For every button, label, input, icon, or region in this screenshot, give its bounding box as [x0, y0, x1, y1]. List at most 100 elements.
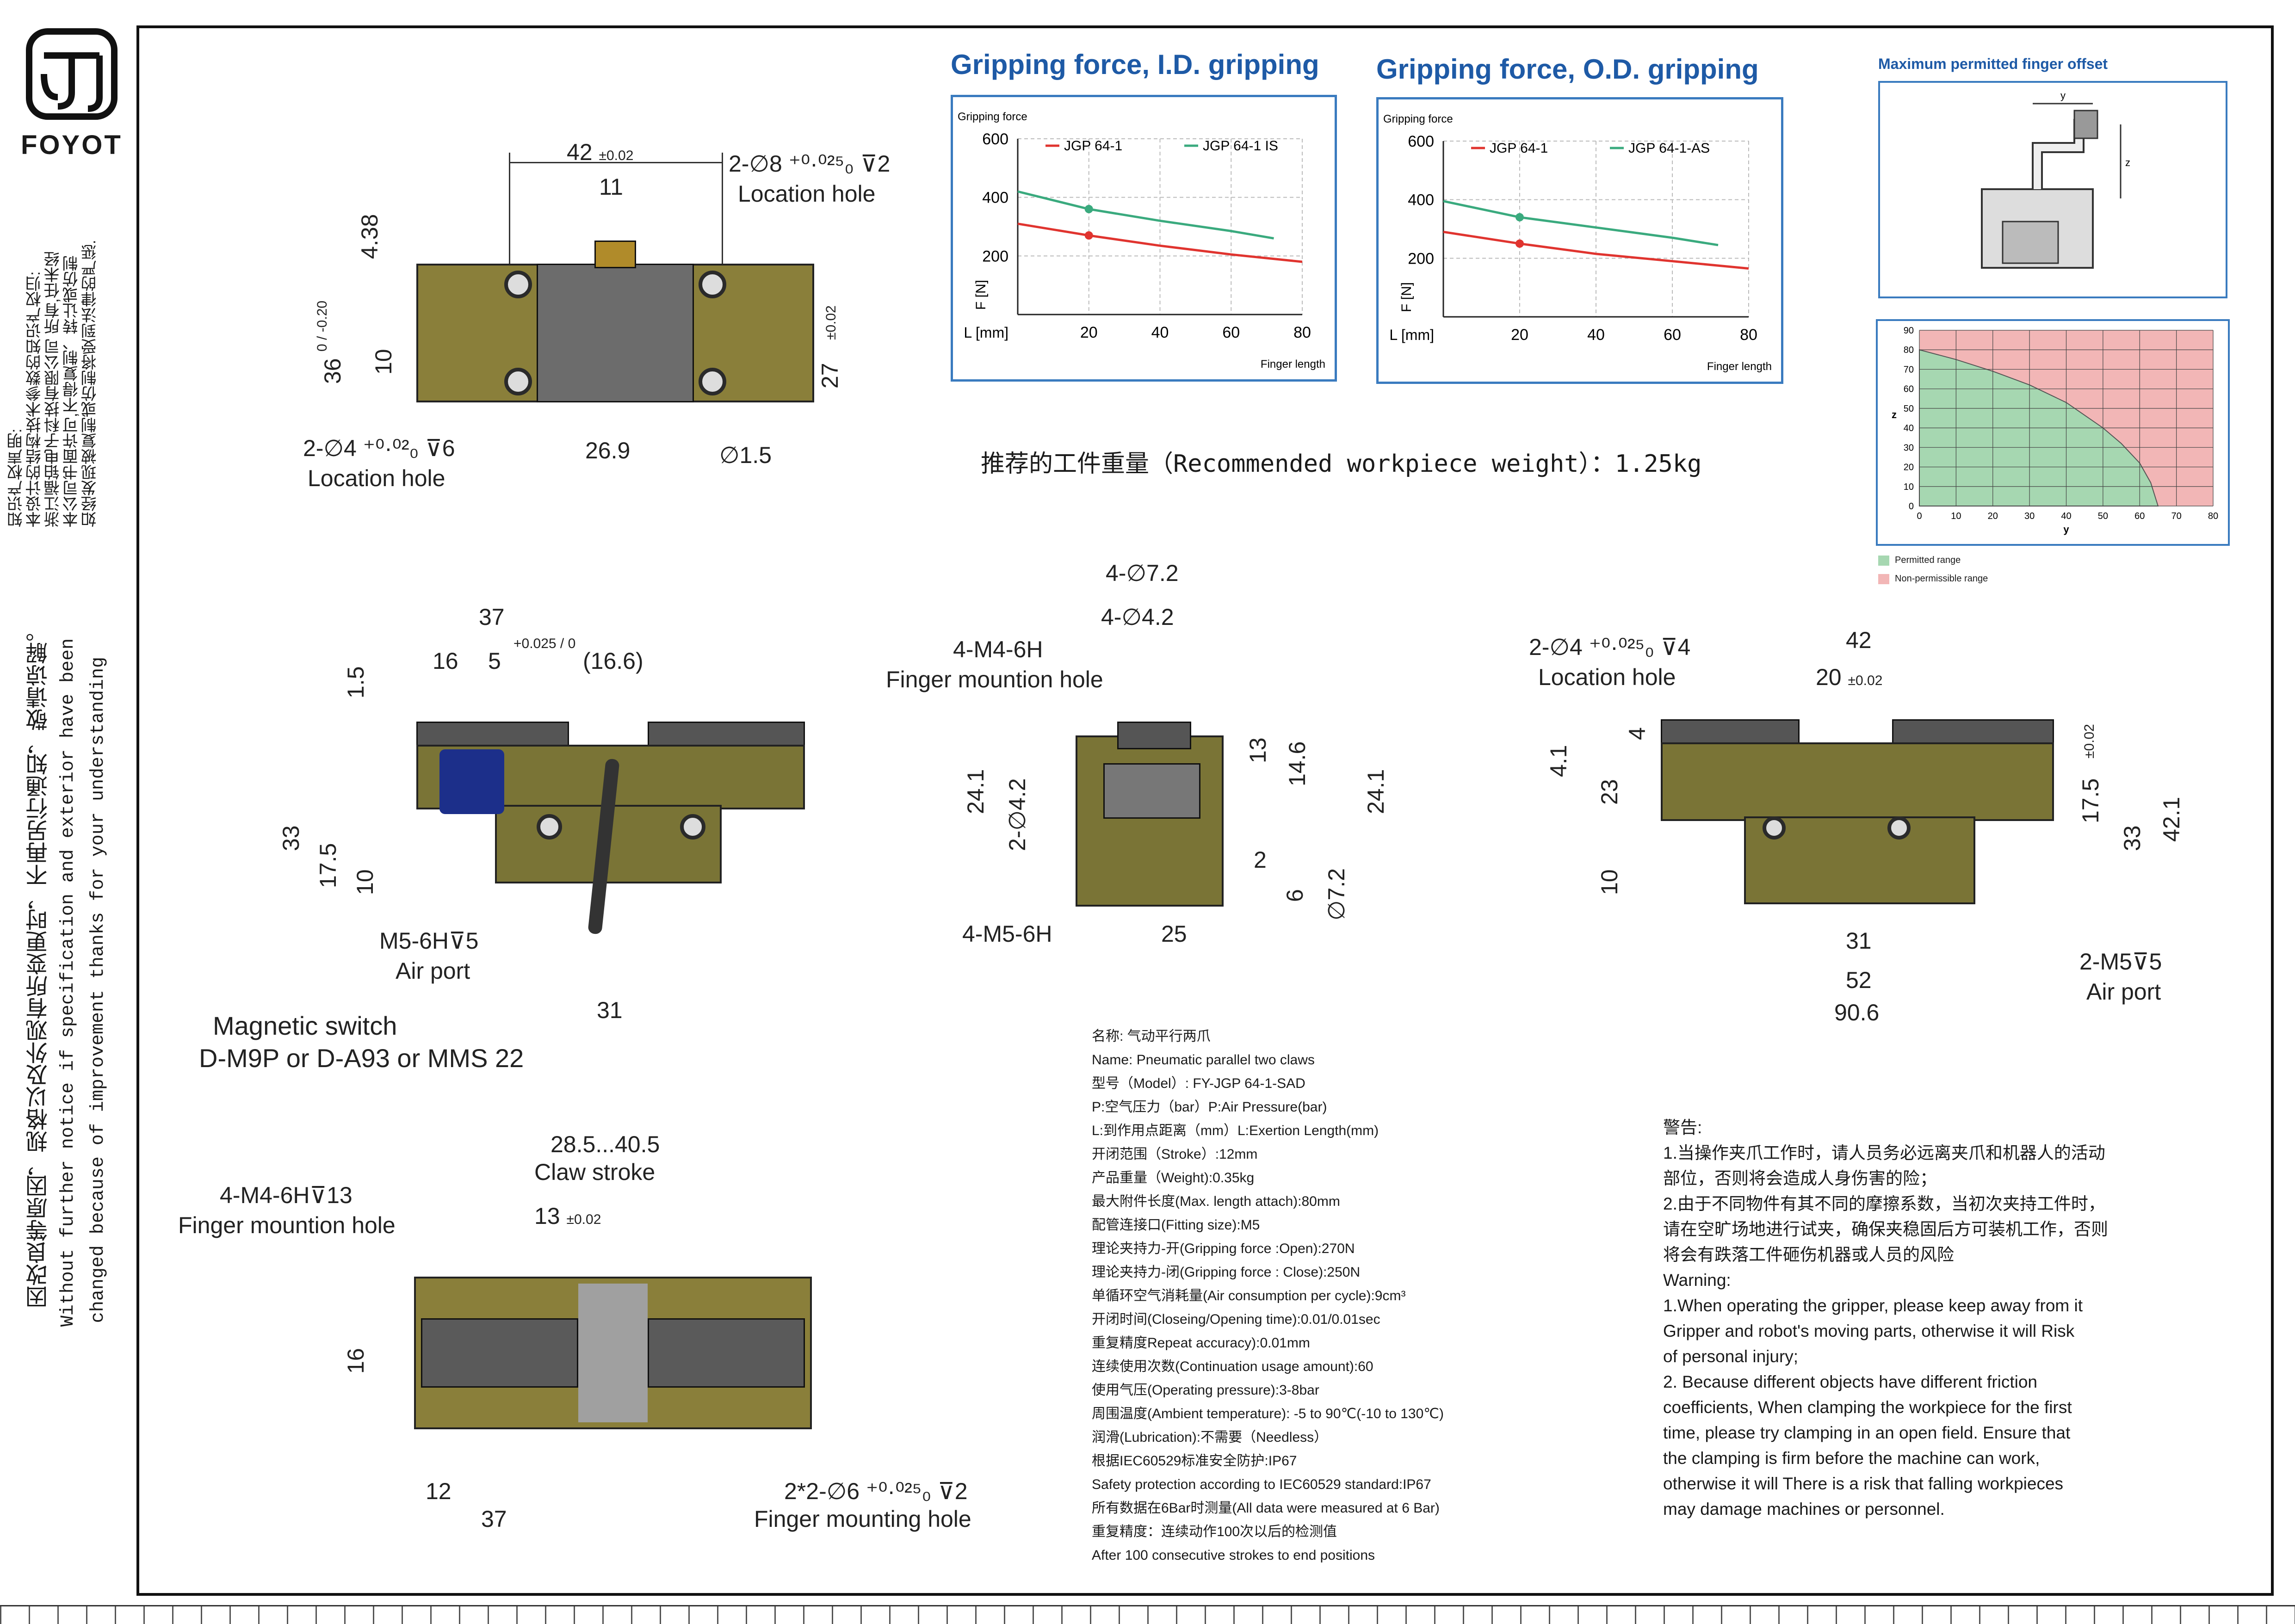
legend-permitted-label: Permitted range [1895, 555, 1961, 565]
front-hole [680, 814, 705, 840]
legend-label: JGP 64-1 [1064, 138, 1122, 154]
legend-swatch-nonpermitted [1878, 574, 1889, 584]
bottom-stroke: 28.5...40.5 [551, 1131, 660, 1157]
rear-33: 33 [2119, 825, 2145, 851]
legend-nonpermitted: Non-permissible range [1878, 574, 1988, 584]
top-view-drawing [278, 125, 925, 495]
y-tick-label: 400 [1408, 191, 1434, 209]
spec-line: 重复精度Repeat accuracy):0.01mm [1092, 1335, 1310, 1351]
location-hole-label-left: Location hole [308, 465, 445, 491]
x-tick-label: 30 [2024, 511, 2035, 521]
offset-y-label: y [2060, 90, 2066, 101]
spec-line: After 100 consecutive strokes to end pos… [1092, 1548, 1375, 1563]
x-tick-label: 50 [2098, 511, 2108, 521]
top-hole [504, 368, 532, 395]
x-tick-label: 10 [1951, 511, 1961, 521]
y-tick-label: 40 [1904, 423, 1914, 433]
dim-16-6: (16.6) [583, 648, 643, 674]
warning-line: time, please try clamping in an open fie… [1663, 1423, 2071, 1442]
warning-line: coefficients, When clamping the workpiec… [1663, 1398, 2072, 1417]
location-hole-8: 2-∅8 ⁺⁰·⁰²⁵₀ ⊽2 [729, 151, 891, 177]
spec-line: 理论夹持力-开(Gripping force :Open):270N [1092, 1241, 1355, 1256]
bottom-jaw-left [421, 1318, 578, 1388]
chart-x-caption: Finger length [1261, 358, 1325, 370]
bottom-ruler [0, 1605, 2295, 1624]
y-tick-label: 200 [1408, 250, 1434, 267]
warning-line: Warning: [1663, 1271, 1731, 1290]
series-line [1443, 230, 1749, 270]
y-tick-label: 50 [1904, 404, 1914, 414]
rear-hole [1763, 816, 1786, 840]
location-hole-4: 2-∅4 ⁺⁰·⁰²₀ ⊽6 [303, 435, 455, 461]
dim-31-front: 31 [597, 997, 623, 1023]
spec-line: 配管连接口(Fitting size):M5 [1092, 1217, 1260, 1233]
x-tick-label: 70 [2171, 511, 2182, 521]
spec-line: 单循环空气消耗量(Air consumption per cycle):9cm³ [1092, 1288, 1406, 1303]
x-tick-label: 60 [1664, 326, 1681, 344]
spec-line: 所有数据在6Bar时测量(All data were measured at 6… [1092, 1501, 1440, 1516]
bottom-claw-stroke: Claw stroke [534, 1159, 656, 1185]
warning-line: Gripper and robot's moving parts, otherw… [1663, 1321, 2075, 1340]
top-hole [699, 368, 726, 395]
front-label-plate [439, 749, 504, 814]
warning-line: 2.由于不同物件有其不同的摩擦系数，当初次夹持工件时， [1663, 1194, 2105, 1213]
series-line [1017, 190, 1274, 240]
dim-phi-1-5: ∅1.5 [719, 442, 772, 468]
rear-view-drawing [1661, 719, 2054, 904]
air-port-label: Air port [396, 958, 470, 984]
spec-line: L:到作用点距离（mm）L:Exertion Length(mm) [1092, 1123, 1379, 1138]
rear-17-5-tol: ±0.02 [2082, 724, 2097, 759]
spec-line: 最大附件长度(Max. length attach):80mm [1092, 1194, 1340, 1209]
y-tick-label: 20 [1904, 463, 1914, 473]
spec-line: Safety protection according to IEC60529 … [1092, 1477, 1431, 1492]
dim-4-38: 4.38 [357, 214, 383, 259]
data-point [1084, 205, 1093, 213]
dim-line [722, 153, 723, 264]
offset-diagram: y z [1878, 81, 2227, 298]
warning-line: 请在空旷场地进行试夹，确保夹稳固后方可装机工作，否则 [1663, 1220, 2108, 1239]
dim-11: 11 [599, 174, 623, 200]
side-6: 6 [1282, 889, 1308, 902]
bottom-13: 13 ±0.02 [534, 1203, 601, 1229]
drawing-frame [136, 25, 2274, 1596]
side-2phi4-2: 2-∅4.2 [1004, 778, 1030, 851]
ip-line: 浙江福铂电子科技有限公司 所有,任未经 [44, 251, 62, 527]
rear-4-1: 4.1 [1546, 745, 1571, 777]
dim-5-front: 5 [488, 648, 501, 674]
rear-hole [1887, 816, 1911, 840]
top-hole [699, 271, 726, 298]
dim-line [509, 153, 510, 264]
side-2: 2 [1254, 847, 1267, 873]
dim-tolerance: ±0.02 [566, 1212, 601, 1227]
spec-line: P:空气压力（bar）P:Air Pressure(bar) [1092, 1099, 1327, 1115]
offset-title: Maximum permitted finger offset [1878, 56, 2108, 72]
rear-90-6: 90.6 [1834, 1000, 1880, 1025]
rear-52: 52 [1846, 967, 1872, 993]
notice-en-1: Without further notice if specification … [58, 638, 79, 1327]
data-point [1084, 231, 1093, 240]
dim-tolerance: ±0.02 [599, 148, 634, 163]
y-tick-label: 600 [1408, 133, 1434, 150]
notice-en-2: changed because of improvement thanks fo… [88, 657, 109, 1323]
spec-line: 产品重量（Weight):0.35kg [1092, 1170, 1255, 1186]
top-nozzle [594, 241, 636, 268]
rear-20: 20 ±0.02 [1816, 664, 1882, 691]
spec-line: 理论夹持力-闭(Gripping force : Close):250N [1092, 1265, 1361, 1280]
side-25: 25 [1161, 921, 1187, 947]
chart-y-caption: Gripping force [958, 111, 1027, 123]
spec-line: 周围温度(Ambient temperature): -5 to 90℃(-10… [1092, 1406, 1444, 1421]
bottom-center-plate [578, 1284, 648, 1422]
chart-title-od: Gripping force, O.D. gripping [1376, 54, 1759, 85]
top-center-plate [537, 264, 694, 402]
x-tick-label: 20 [1988, 511, 1998, 521]
ip-line: 本公司书面许可,不得复制、转让或仿制 [63, 255, 80, 527]
dim-value: 20 [1816, 664, 1842, 690]
dim-value: 13 [534, 1203, 560, 1229]
side-m5: 4-M5-6H [962, 921, 1052, 947]
bottom-hole-spec: 2*2-∅6 ⁺⁰·⁰²⁵₀ ⊽2 [784, 1478, 968, 1504]
y-tick-label: 400 [982, 189, 1008, 207]
